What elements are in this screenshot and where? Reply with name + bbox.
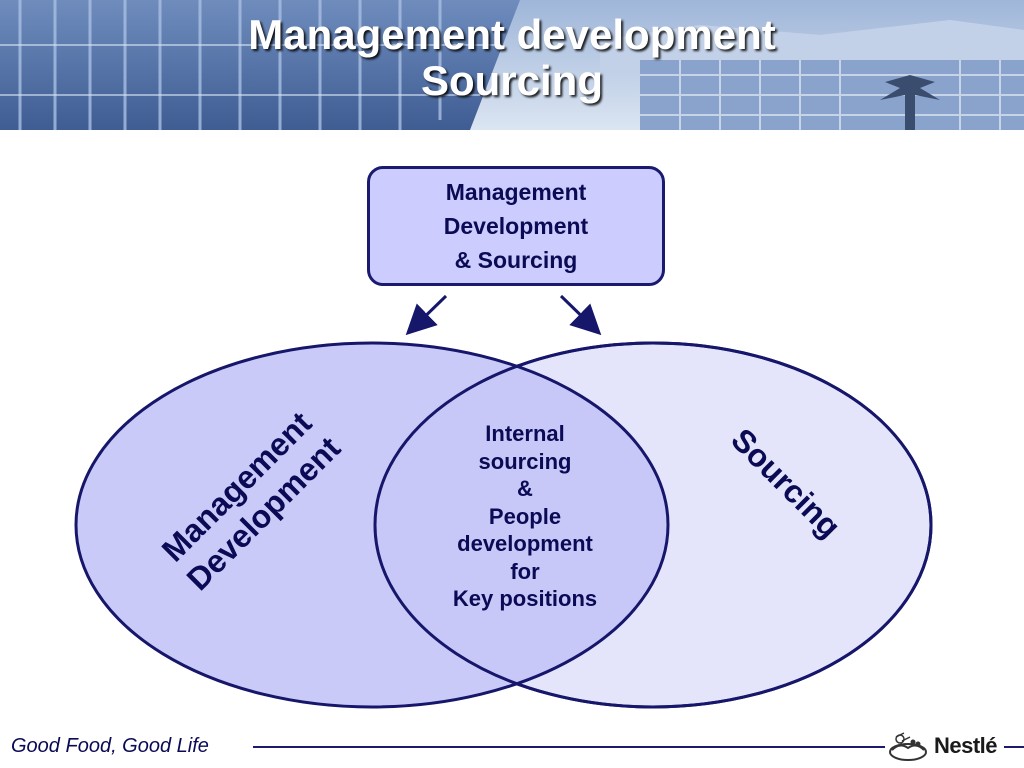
arrow-down-right-icon: [559, 294, 602, 336]
page-title: Management development Sourcing: [0, 12, 1024, 104]
intersection-line: Internal: [485, 421, 565, 446]
intersection-line: for: [510, 558, 540, 584]
footer-divider: [253, 746, 885, 748]
top-box-line-3: & Sourcing: [454, 247, 578, 273]
top-box-line-1: Management: [445, 179, 587, 205]
nestle-nest-icon: [889, 732, 927, 761]
intersection-label: Internal sourcing & People development f…: [420, 420, 630, 613]
title-line-2: Sourcing: [420, 57, 603, 104]
header-banner: [0, 0, 1024, 130]
arrow-down-left-icon: [405, 294, 448, 336]
intersection-line: &: [517, 476, 533, 501]
intersection-line: sourcing: [478, 448, 572, 474]
intersection-line: People: [488, 503, 562, 529]
title-line-1: Management development: [248, 11, 776, 58]
intersection-line: development: [457, 531, 593, 556]
top-box-line-2: Development: [443, 213, 589, 239]
management-development-ellipse: [74, 341, 670, 709]
footer-slogan: Good Food, Good Life: [11, 735, 209, 757]
nestle-logo-text: Nestlé: [934, 733, 998, 758]
management-development-sourcing-box: Management Development & Sourcing: [367, 166, 665, 286]
banner-building-image: [0, 0, 1024, 130]
nestle-logo: Nestlé: [886, 728, 1004, 764]
sourcing-ellipse-outline-overlay: [373, 341, 933, 709]
footer-divider-end: [1004, 746, 1024, 748]
intersection-line: Key positions: [452, 586, 598, 611]
